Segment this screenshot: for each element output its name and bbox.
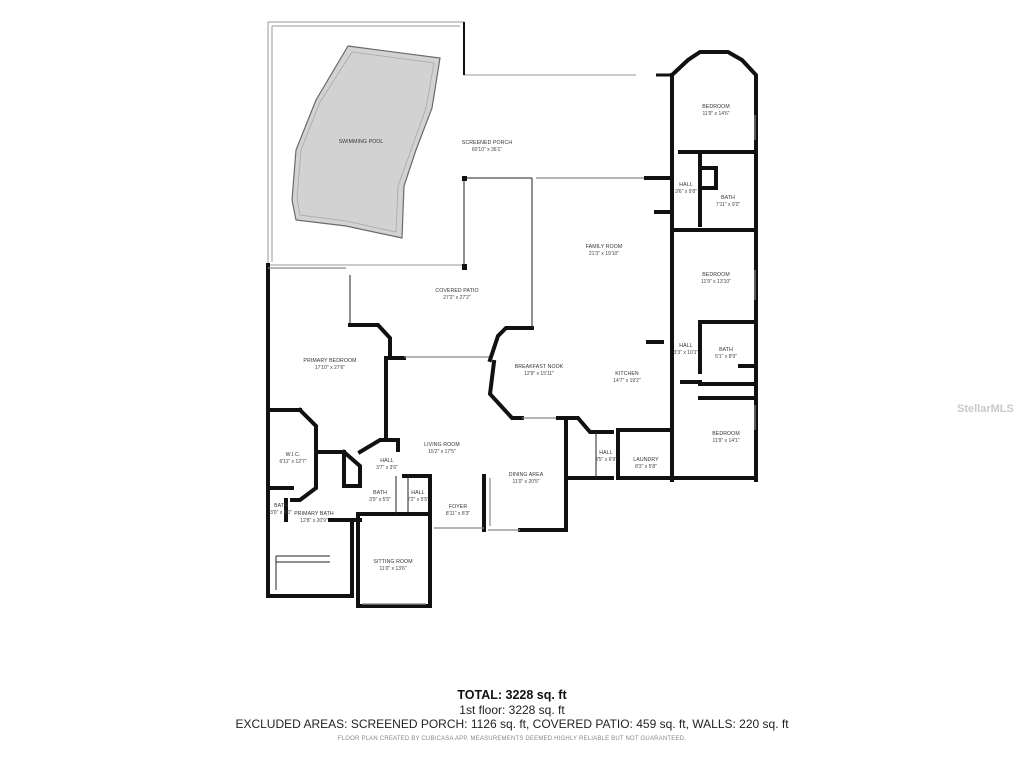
room-dim-hall-mid: 3'3" x 10'1" (674, 350, 699, 356)
watermark: StellarMLS (957, 403, 1014, 415)
room-labels: SWIMMING POOL SCREENED PORCH 60'10" x 36… (270, 104, 740, 572)
room-label-hall-living: HALL (380, 458, 393, 464)
room-label-swimming-pool: SWIMMING POOL (339, 139, 384, 145)
room-dim-bedroom-mid: 11'9" x 13'10" (701, 279, 731, 285)
room-dim-hall-kitchen: 3'5" x 6'9" (595, 457, 617, 463)
room-label-primary-bedroom: PRIMARY BEDROOM (303, 358, 356, 364)
room-dim-primary-bath: 12'8" x 20'9" (300, 518, 328, 524)
room-label-hall-kitchen: HALL (599, 450, 612, 456)
swimming-pool-shape (291, 45, 441, 239)
room-dim-bath-mid: 5'1" x 8'9" (715, 354, 737, 360)
room-label-foyer: FOYER (449, 504, 468, 510)
room-dim-bath-top: 7'11" x 9'2" (716, 202, 740, 208)
room-label-bedroom-mid: BEDROOM (702, 272, 730, 278)
room-label-bedroom-low: BEDROOM (712, 431, 740, 437)
room-dim-sitting-room: 11'0" x 13'6" (379, 566, 406, 572)
room-dim-hall-top: 3'6" x 9'8" (675, 189, 697, 195)
room-dim-hall-small: 2'2" x 5'5" (407, 497, 429, 503)
room-dim-primary-bedroom: 17'10" x 27'6" (315, 365, 345, 371)
disclaimer: FLOOR PLAN CREATED BY CUBICASA APP. MEAS… (337, 736, 687, 742)
first-floor-area: 1st floor: 3228 sq. ft (459, 703, 565, 717)
room-dim-foyer: 8'11" x 8'3" (446, 511, 470, 517)
room-label-primary-bath: PRIMARY BATH (294, 511, 334, 517)
room-label-kitchen: KITCHEN (615, 371, 639, 377)
room-dim-screened-porch: 60'10" x 36'1" (472, 147, 502, 153)
room-label-bath-mid: BATH (719, 347, 733, 353)
room-label-covered-patio: COVERED PATIO (435, 288, 478, 294)
area-summary: TOTAL: 3228 sq. ft 1st floor: 3228 sq. f… (0, 688, 1024, 742)
room-label-breakfast-nook: BREAKFAST NOOK (515, 364, 564, 370)
room-label-bedroom-top: BEDROOM (702, 104, 730, 110)
room-label-laundry: LAUNDRY (633, 457, 659, 463)
total-area: TOTAL: 3228 sq. ft (457, 688, 567, 702)
room-dim-bedroom-low: 11'9" x 14'1" (712, 438, 739, 444)
room-label-hall-mid: HALL (679, 343, 692, 349)
room-dim-bedroom-top: 11'9" x 14'6" (702, 111, 729, 117)
room-dim-hall-living: 3'7" x 3'6" (376, 465, 398, 471)
room-dim-wic: 6'11" x 12'7" (279, 459, 306, 465)
room-label-family-room: FAMILY ROOM (586, 244, 623, 250)
room-dim-dining-area: 11'0" x 20'5" (512, 479, 539, 485)
room-label-wic: W.I.C. (286, 452, 301, 458)
room-label-sitting-room: SITTING ROOM (373, 559, 412, 565)
excluded-areas: EXCLUDED AREAS: SCREENED PORCH: 1126 sq.… (235, 717, 789, 731)
room-label-dining-area: DINING AREA (509, 472, 544, 478)
room-label-bath-small: BATH (373, 490, 387, 496)
room-label-living-room: LIVING ROOM (424, 442, 460, 448)
room-label-hall-small: HALL (411, 490, 424, 496)
room-dim-family-room: 21'3" x 19'10" (589, 251, 619, 257)
room-label-bath-primary-small: BATH (274, 503, 288, 509)
room-dim-kitchen: 14'7" x 19'2" (613, 378, 641, 384)
room-dim-living-room: 15'2" x 17'5" (428, 449, 456, 455)
room-dim-laundry: 8'3" x 5'8" (635, 464, 657, 470)
room-label-bath-top: BATH (721, 195, 735, 201)
room-label-hall-top: HALL (679, 182, 692, 188)
room-dim-breakfast-nook: 12'9" x 15'11" (524, 371, 554, 377)
room-dim-bath-primary-small: 3'0" x 5'0" (270, 510, 292, 516)
screened-porch-outline (267, 21, 670, 266)
room-dim-covered-patio: 27'2" x 27'2" (443, 295, 471, 301)
room-dim-bath-small: 3'9" x 5'5" (369, 497, 391, 503)
room-label-screened-porch: SCREENED PORCH (462, 140, 513, 146)
house-walls (266, 50, 758, 608)
